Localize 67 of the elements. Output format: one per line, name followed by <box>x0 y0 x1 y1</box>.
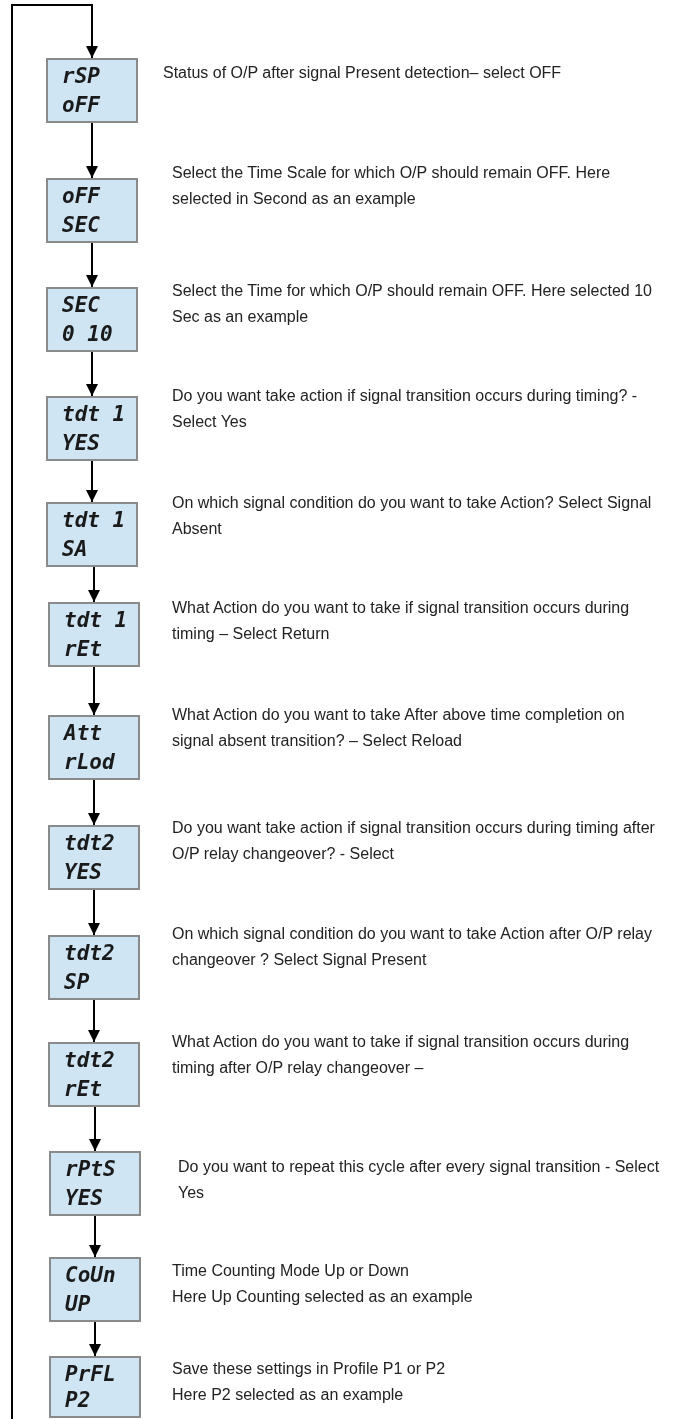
lcd-display <box>49 1151 141 1216</box>
step-description: Do you want take action if signal transition occurs during timing after O/P relay changeover? - Select <box>172 818 656 864</box>
display-reading: rPtS <box>65 1157 116 1181</box>
display-reading: UP <box>65 1292 91 1316</box>
lcd-display <box>48 1042 140 1107</box>
step-description: What Action do you want to take if signal transition occurs during timing after O/P relay changeover – <box>172 1032 631 1078</box>
arrow <box>88 889 100 936</box>
display-reading: SA <box>62 537 88 561</box>
step-description: What Action do you want to take if signal transition occurs during timing – Select Return <box>172 598 631 644</box>
display-reading: rSP <box>62 64 100 88</box>
display-reading: tdt 1 <box>62 508 126 532</box>
arrow <box>88 566 100 603</box>
lcd-display <box>48 715 140 780</box>
display-reading: CoUn <box>65 1263 116 1287</box>
display-reading: 0 10 <box>62 322 113 346</box>
display-reading: oFF <box>62 184 100 208</box>
lcd-display <box>48 602 140 667</box>
step-description: Select the Time Scale for which O/P should remain OFF. Here selected in Second as an example <box>172 163 612 209</box>
display-reading: tdt2 <box>64 1048 115 1072</box>
arrow <box>86 351 98 397</box>
step-description: What Action do you want to take After above time completion on signal absent transition? – Select Reload <box>172 705 626 751</box>
step-description: Here Up Counting selected as an example <box>172 1287 474 1307</box>
step-description: Select the Time for which O/P should remain OFF. Here selected 10 Sec as an example <box>172 281 653 327</box>
step-description: Time Counting Mode Up or Down <box>172 1261 410 1281</box>
lcd-display <box>49 1356 141 1418</box>
arrow <box>89 1106 101 1152</box>
lcd-display <box>46 58 138 123</box>
display-reading: PrFL <box>65 1362 116 1386</box>
display-reading: SEC <box>62 213 100 237</box>
display-reading: rEt <box>64 1077 102 1101</box>
display-reading: oFF <box>62 93 100 117</box>
lcd-display <box>48 825 140 890</box>
lcd-display <box>46 396 138 461</box>
lcd-display <box>46 178 138 243</box>
arrow <box>88 999 100 1043</box>
arrow <box>89 1215 101 1258</box>
lcd-display <box>48 935 140 1000</box>
step-description: On which signal condition do you want to take Action? Select Signal Absent <box>172 493 653 539</box>
lcd-display <box>46 502 138 567</box>
display-reading: SP <box>64 970 90 994</box>
display-reading: tdt 1 <box>64 608 128 632</box>
arrow <box>89 1321 101 1357</box>
display-reading: YES <box>65 1186 103 1210</box>
display-reading: tdt2 <box>64 831 115 855</box>
display-reading: P2 <box>65 1388 91 1412</box>
lcd-display <box>49 1257 141 1322</box>
arrow <box>11 4 98 1419</box>
display-reading: Att <box>64 721 102 745</box>
step-description: On which signal condition do you want to take Action after O/P relay changeover ? Select Signal Present <box>172 924 653 970</box>
display-reading: YES <box>62 431 100 455</box>
step-description: Status of O/P after signal Present detection– select OFF <box>163 63 563 83</box>
display-reading: rEt <box>64 637 102 661</box>
step-description: Do you want take action if signal transition occurs during timing? - Select Yes <box>172 386 639 432</box>
lcd-display <box>46 287 138 352</box>
arrow <box>86 122 98 179</box>
display-reading: SEC <box>62 293 100 317</box>
step-description: Here P2 selected as an example <box>172 1385 405 1405</box>
display-reading: rLod <box>64 750 115 774</box>
arrow <box>86 460 98 503</box>
display-reading: tdt2 <box>64 941 115 965</box>
display-reading: tdt 1 <box>62 402 126 426</box>
arrow <box>88 779 100 826</box>
arrow <box>86 242 98 288</box>
step-description: Do you want to repeat this cycle after every signal transition - Select Yes <box>178 1157 661 1203</box>
display-reading: YES <box>64 860 102 884</box>
arrow <box>88 666 100 716</box>
step-description: Save these settings in Profile P1 or P2 <box>172 1359 447 1379</box>
